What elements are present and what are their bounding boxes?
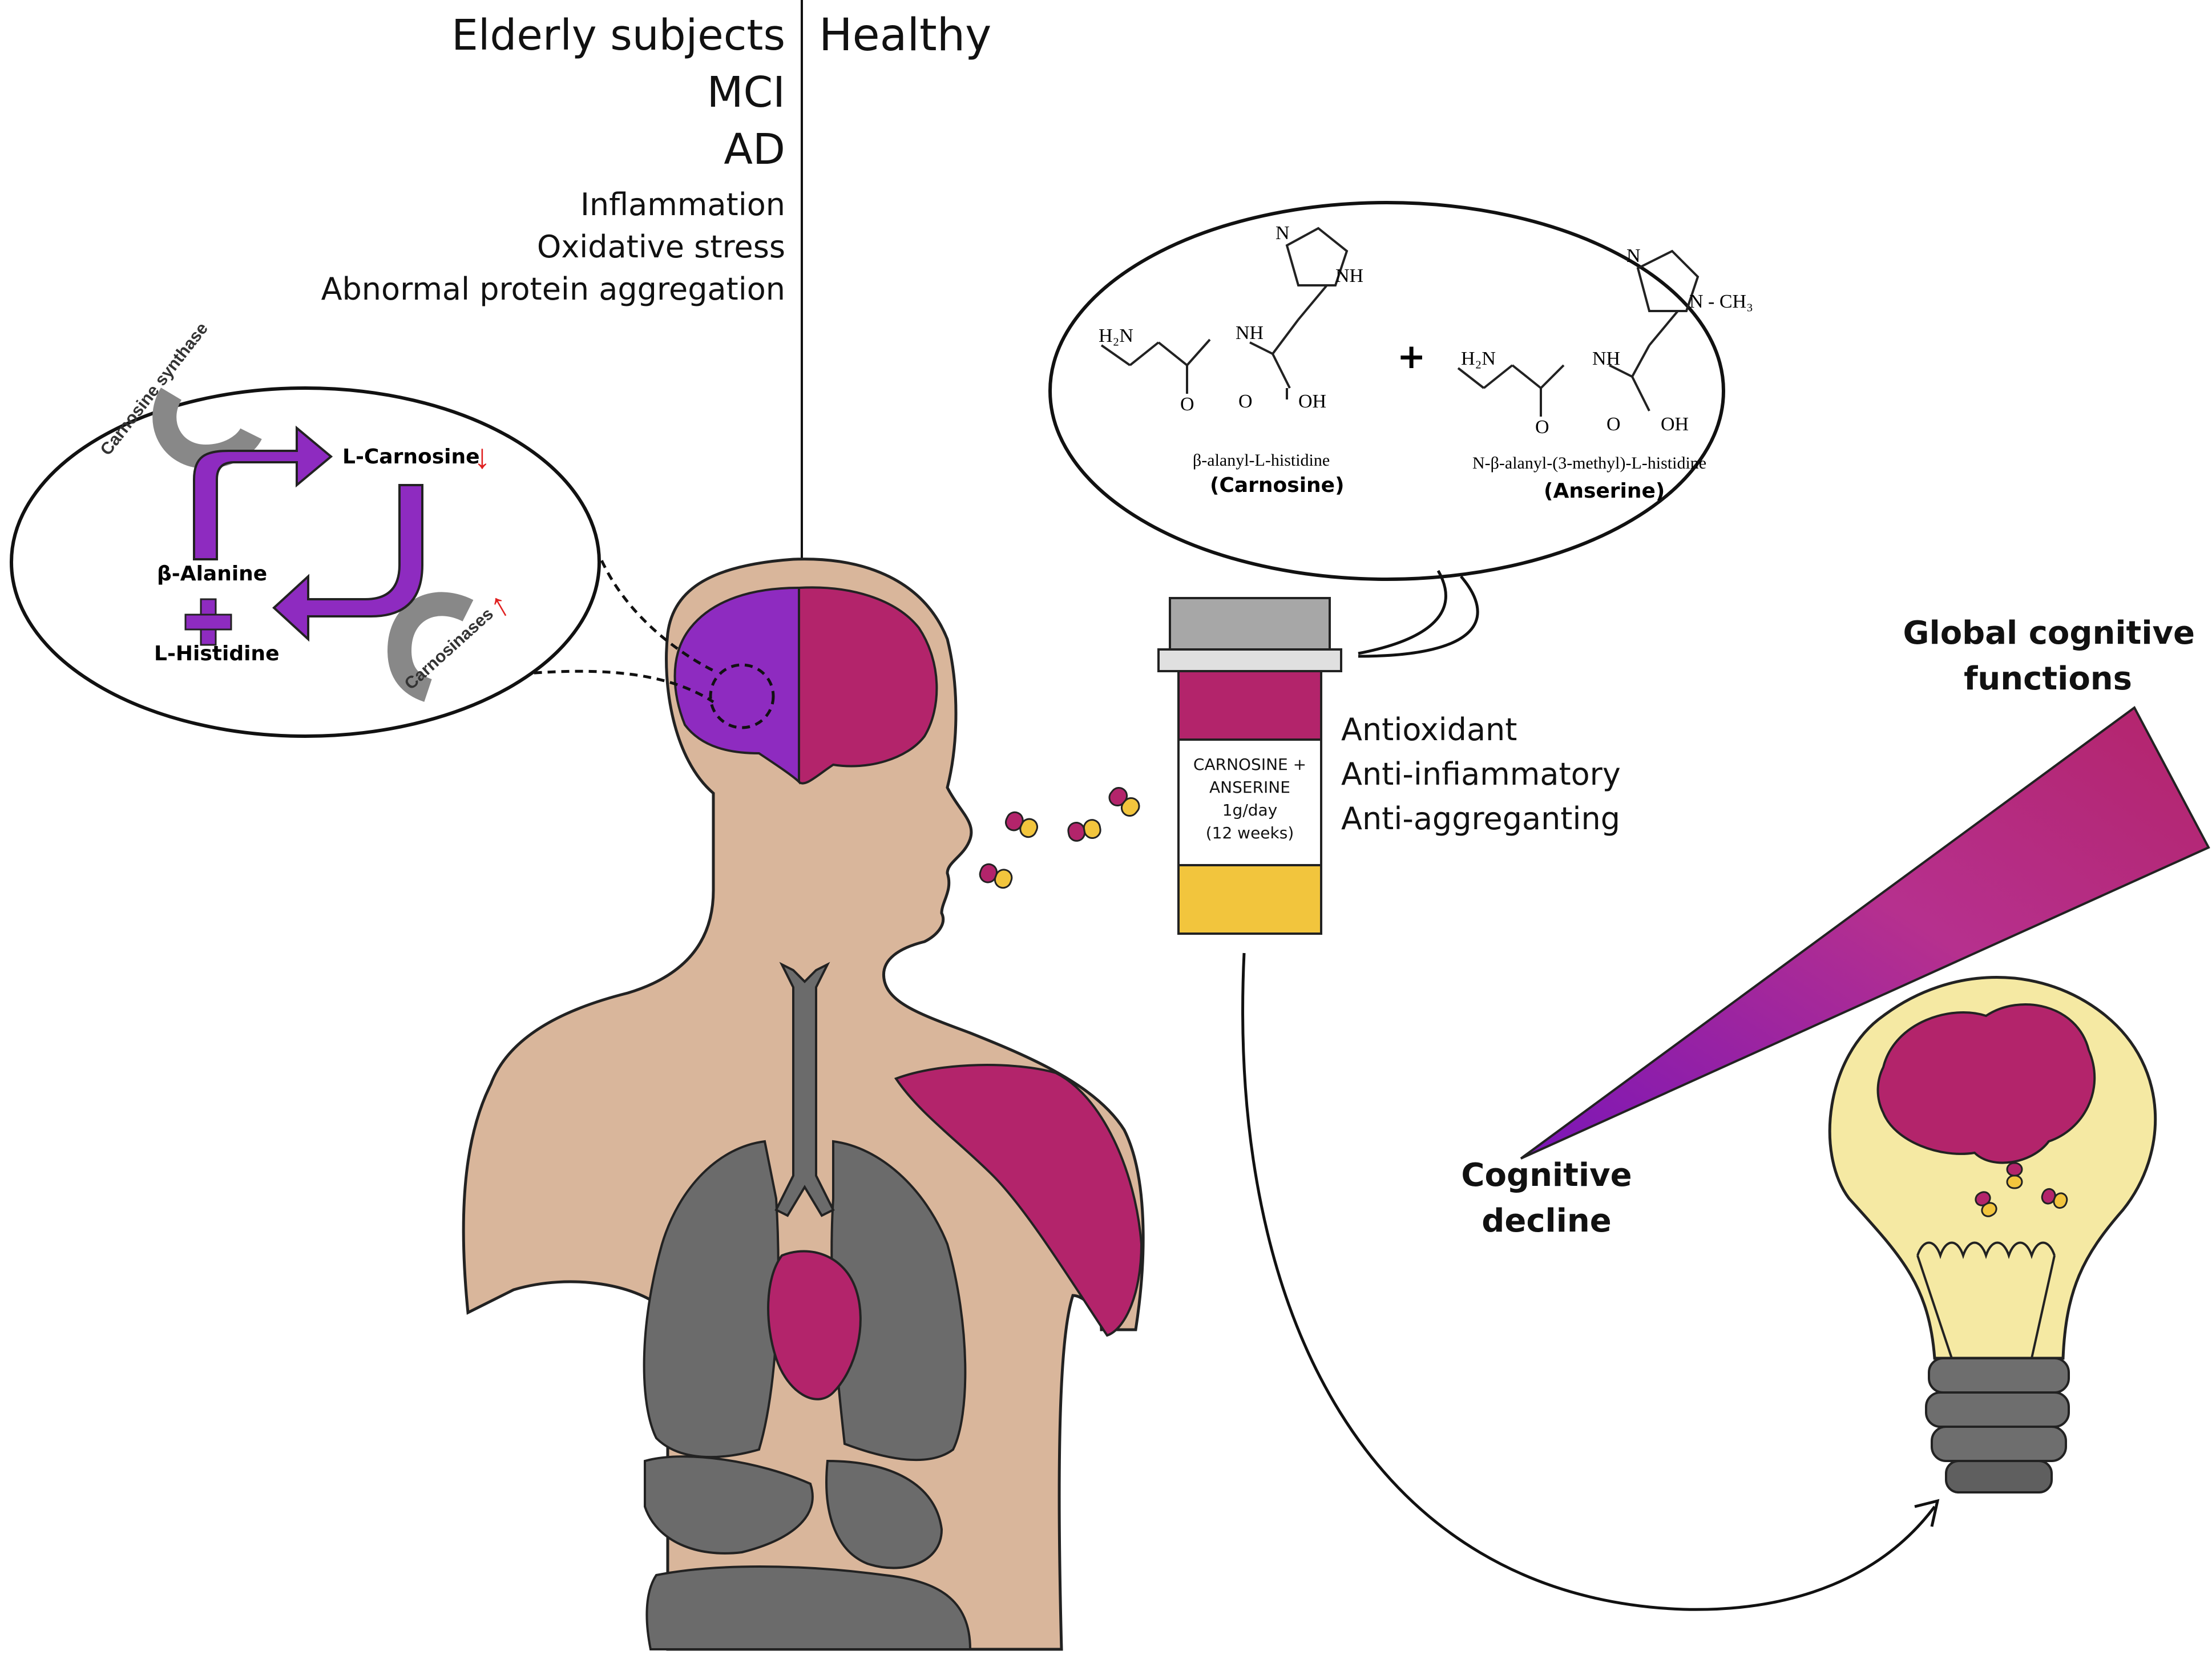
anserine-atom-oh: OH	[1661, 414, 1689, 435]
header-mci: MCI	[707, 68, 785, 117]
bulb-brain	[1876, 1003, 2096, 1164]
anserine-label: (Anserine)	[1544, 479, 1665, 503]
carnosine-atom-nh-ring: NH	[1335, 265, 1364, 286]
synthesis-arrow	[193, 425, 333, 560]
heart	[767, 1250, 862, 1400]
bottle-bottom-band	[1177, 864, 1322, 935]
pill-bottle	[1157, 597, 1342, 935]
substrate-a-label: β-Alanine	[157, 562, 268, 586]
outcome-top-line2: functions	[1964, 660, 2132, 697]
cognition-wedge	[1520, 706, 2210, 1160]
bottle-duration: (12 weeks)	[1205, 824, 1294, 842]
anserine-atom-h2n: H₂N	[1461, 348, 1496, 369]
liver	[644, 1455, 814, 1555]
connector-dashed-top	[595, 547, 715, 672]
header-inflammation: Inflammation	[580, 187, 785, 223]
bottle-rim	[1157, 648, 1342, 672]
human-body	[462, 558, 1145, 1651]
carnosine-atom-h2n: H₂N	[1099, 325, 1133, 346]
mouth-pills	[979, 786, 1140, 889]
anserine-atom-nh: NH	[1592, 348, 1621, 369]
bulb-filament	[1916, 1241, 2056, 1260]
carnosinase-enzyme-shape	[387, 592, 474, 702]
outcome-bottom-label: Cognitive decline	[1461, 1153, 1632, 1244]
header-ad: AD	[724, 125, 785, 174]
brain-purple-half	[673, 586, 800, 785]
carnosine-atom-o-amide: O	[1180, 394, 1194, 415]
effect-antiinflammatory: Anti-infiammatory	[1341, 756, 1621, 792]
curved-arrow-head	[1914, 1499, 1940, 1527]
bubble-tail	[1358, 570, 1479, 658]
bottle-label-line1: CARNOSINE +	[1193, 755, 1307, 774]
group-divider	[801, 0, 803, 599]
carnosine-atom-n: N	[1275, 223, 1290, 244]
anserine-atom-n: N	[1626, 245, 1641, 267]
header-elderly: Elderly subjects	[451, 11, 785, 60]
molecule-bubble	[1048, 201, 1725, 581]
outcome-top-line1: Global cognitive	[1903, 615, 2195, 652]
anserine-atom-nch3: N - CH₃	[1689, 291, 1753, 312]
anserine-atom-o: O	[1606, 414, 1621, 435]
degradation-arrow	[272, 484, 423, 642]
header-aggregation: Abnormal protein aggregation	[321, 271, 785, 307]
product-label: L-Carnosine	[342, 445, 480, 469]
pathway-plus-h	[184, 613, 232, 631]
bulb-base-2	[1925, 1391, 2070, 1428]
bottle-dose: 1g/day	[1222, 801, 1278, 820]
connector-dashed-bottom	[479, 669, 715, 704]
anserine-structure	[1457, 249, 1700, 417]
header-healthy: Healthy	[819, 10, 992, 61]
bottle-cap	[1169, 597, 1331, 651]
carnosine-atom-o: O	[1238, 391, 1253, 412]
bottle-top-band	[1177, 670, 1322, 741]
outcome-bottom-line1: Cognitive	[1461, 1157, 1632, 1194]
effects-list: Antioxidant Anti-infiammatory Anti-aggre…	[1341, 708, 1621, 841]
effect-antioxidant: Antioxidant	[1341, 712, 1517, 748]
substrate-b-label: L-Histidine	[154, 642, 280, 665]
header-oxidative: Oxidative stress	[536, 229, 785, 265]
bottle-label-line2: ANSERINE	[1209, 778, 1290, 797]
brain-magenta-half	[798, 586, 938, 785]
bulb-base-4	[1945, 1460, 2053, 1493]
carnosine-atom-nh: NH	[1236, 322, 1264, 344]
carnosine-structure	[1100, 227, 1349, 399]
header-left: Elderly subjects MCI AD Inflammation Oxi…	[100, 7, 785, 310]
effect-antiaggregating: Anti-aggreganting	[1341, 801, 1620, 837]
light-bulb	[1828, 976, 2157, 1493]
bulb-base-1	[1928, 1357, 2070, 1394]
pathway-bubble	[10, 386, 601, 738]
carnosine-label: (Carnosine)	[1210, 474, 1345, 497]
intestines	[645, 1565, 972, 1650]
outcome-top-label: Global cognitive functions	[1852, 611, 2195, 702]
bottle-label: CARNOSINE + ANSERINE 1g/day (12 weeks)	[1180, 753, 1319, 845]
synthase-enzyme-shape	[152, 387, 262, 469]
carnosine-atom-oh: OH	[1298, 391, 1327, 412]
brain-focus-circle	[709, 663, 775, 729]
anserine-atom-o-amide: O	[1535, 417, 1549, 438]
bulb-base-3	[1931, 1426, 2067, 1462]
outcome-bottom-line2: decline	[1482, 1202, 1612, 1240]
trachea	[774, 962, 835, 1217]
curved-arrow	[1241, 952, 1936, 1611]
molecule-plus: +	[1397, 337, 1426, 377]
anserine-name: N-β-alanyl-(3-methyl)-L-histidine	[1472, 454, 1707, 473]
decrease-arrow-icon: ↓	[474, 437, 491, 475]
shoulder-muscle	[894, 1064, 1143, 1337]
carnosine-name: β-alanyl-L-histidine	[1193, 451, 1330, 470]
stomach	[825, 1459, 943, 1569]
